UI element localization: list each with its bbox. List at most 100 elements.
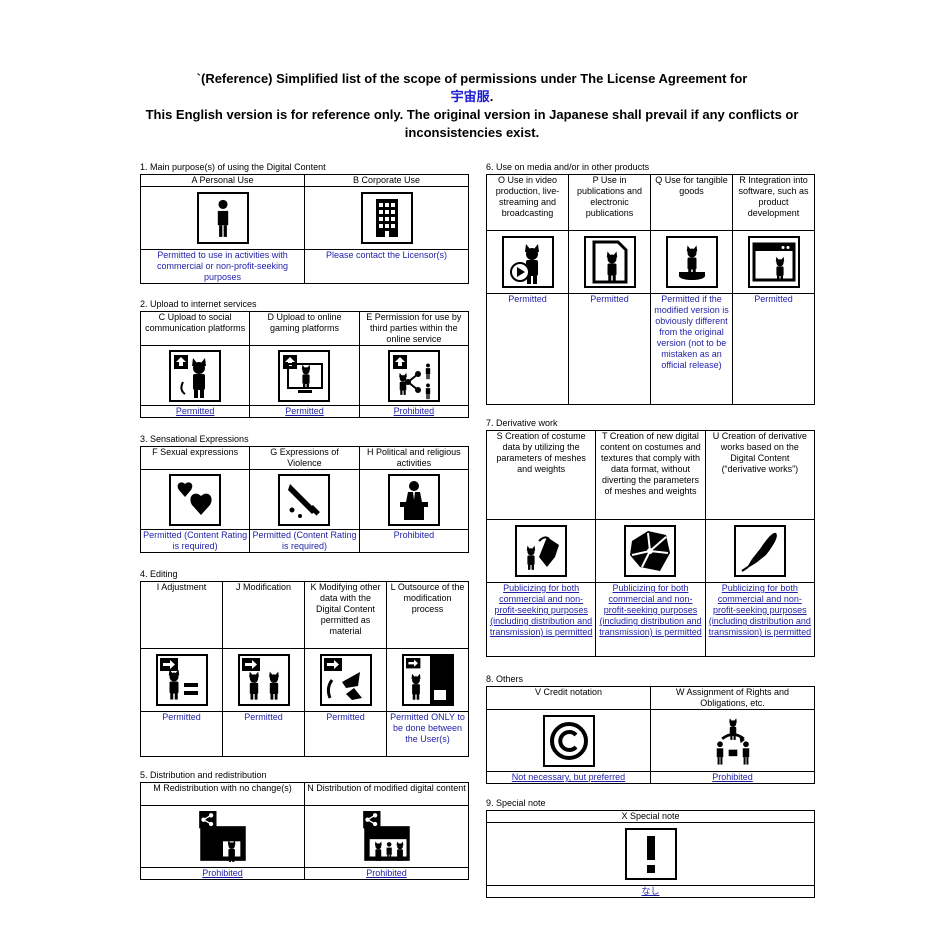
building-icon bbox=[360, 192, 413, 244]
product-link[interactable]: 宇宙服 bbox=[450, 89, 490, 104]
status-text: Prohibited bbox=[358, 405, 470, 418]
item-label: D Upload to online gaming platforms bbox=[249, 311, 360, 346]
item-label: R Integration into software, such as pro… bbox=[732, 174, 815, 231]
permissions-table: I Adjustment J Modification K Modifying … bbox=[140, 581, 469, 757]
permissions-table: S Creation of costume data by utilizing … bbox=[485, 430, 816, 657]
permissions-table: C Upload to social communication platfor… bbox=[139, 311, 470, 418]
status-text: Permitted if the modified version is obv… bbox=[650, 293, 733, 405]
item-label: C Upload to social communication platfor… bbox=[139, 311, 251, 346]
status-text: Prohibited bbox=[650, 771, 815, 784]
page-header: `(Reference) Simplified list of the scop… bbox=[140, 70, 804, 142]
status-text: Publicizing for both commercial and non-… bbox=[704, 582, 816, 657]
fabric-icon bbox=[624, 525, 677, 577]
item-label: F Sexual expressions bbox=[139, 446, 251, 470]
item-label: A Personal Use bbox=[140, 174, 305, 187]
section-others: 8. Others V Credit notation W Assignment… bbox=[486, 674, 815, 784]
item-label: T Creation of new digital content on cos… bbox=[595, 430, 706, 520]
section-distribution: 5. Distribution and redistribution M Red… bbox=[140, 770, 469, 880]
item-label: L Outsource of the modification process bbox=[386, 581, 469, 649]
permissions-table: X Special note なし bbox=[486, 810, 815, 898]
upload-monitor-icon bbox=[278, 349, 331, 402]
status-text: Permitted (Content Rating is required) bbox=[139, 529, 251, 553]
section-title: 7. Derivative work bbox=[486, 418, 558, 428]
item-label: U Creation of derivative works based on … bbox=[704, 430, 816, 520]
item-label: M Redistribution with no change(s) bbox=[140, 782, 305, 806]
item-label: Q Use for tangible goods bbox=[650, 174, 733, 231]
section-upload: 2. Upload to internet services C Upload … bbox=[139, 299, 470, 418]
item-label: V Credit notation bbox=[486, 686, 651, 710]
status-text: Prohibited bbox=[358, 529, 470, 553]
section-title: 9. Special note bbox=[486, 798, 546, 808]
section-derivative: 7. Derivative work S Creation of costume… bbox=[485, 418, 816, 657]
status-text: Please contact the Licensor(s) bbox=[304, 249, 469, 284]
status-text: Permitted bbox=[732, 293, 815, 405]
pen-icon bbox=[733, 525, 786, 577]
item-label: I Adjustment bbox=[140, 581, 223, 649]
upload-avatar-icon bbox=[169, 349, 222, 402]
status-text: なし bbox=[486, 885, 815, 898]
section-title: 6. Use on media and/or in other products bbox=[486, 162, 650, 172]
outsource-icon bbox=[401, 654, 454, 706]
hearts-icon bbox=[169, 473, 222, 526]
section-title: 4. Editing bbox=[140, 569, 178, 579]
section-title: 2. Upload to internet services bbox=[140, 299, 257, 309]
item-label: N Distribution of modified digital conte… bbox=[304, 782, 469, 806]
section-main-purpose: 1. Main purpose(s) of using the Digital … bbox=[140, 162, 469, 284]
section-editing: 4. Editing I Adjustment J Modification K… bbox=[140, 569, 469, 757]
person-icon bbox=[196, 192, 249, 244]
section-media: 6. Use on media and/or in other products… bbox=[486, 162, 815, 405]
permissions-table: F Sexual expressions G Expressions of Vi… bbox=[139, 446, 470, 553]
share-modified-icon bbox=[360, 810, 413, 863]
exclamation-icon bbox=[624, 828, 677, 880]
material-icon bbox=[319, 654, 372, 706]
item-label: E Permission for use by third parties wi… bbox=[358, 311, 470, 346]
status-text: Permitted bbox=[304, 711, 387, 757]
status-text: Prohibited bbox=[140, 867, 305, 880]
item-label: K Modifying other data with the Digital … bbox=[304, 581, 387, 649]
copyright-icon bbox=[542, 714, 595, 767]
status-text: Publicizing for both commercial and non-… bbox=[595, 582, 706, 657]
status-text: Permitted bbox=[568, 293, 651, 405]
status-text: Prohibited bbox=[304, 867, 469, 880]
status-text: Permitted bbox=[139, 405, 251, 418]
permissions-table: V Credit notation W Assignment of Rights… bbox=[486, 686, 815, 784]
permissions-table: O Use in video production, live-streamin… bbox=[486, 174, 815, 405]
item-label: H Political and religious activities bbox=[358, 446, 470, 470]
section-title: 1. Main purpose(s) of using the Digital … bbox=[140, 162, 326, 172]
knife-icon bbox=[278, 473, 331, 526]
item-label: O Use in video production, live-streamin… bbox=[486, 174, 569, 231]
status-text: Permitted bbox=[249, 405, 360, 418]
item-label: S Creation of costume data by utilizing … bbox=[485, 430, 597, 520]
document-icon bbox=[583, 236, 636, 288]
transfer-icon bbox=[706, 714, 759, 767]
status-text: Permitted ONLY to be done between the Us… bbox=[386, 711, 469, 757]
modify-icon bbox=[237, 654, 290, 706]
status-text: Permitted bbox=[140, 711, 223, 757]
figure-icon bbox=[665, 236, 718, 288]
item-label: B Corporate Use bbox=[304, 174, 469, 187]
section-sensational: 3. Sensational Expressions F Sexual expr… bbox=[139, 434, 470, 553]
software-icon bbox=[747, 236, 800, 288]
item-label: J Modification bbox=[222, 581, 305, 649]
upload-share-icon bbox=[387, 349, 440, 402]
header-period: . bbox=[489, 89, 494, 104]
header-line-2: 宇宙服. bbox=[140, 88, 804, 106]
section-title: 8. Others bbox=[486, 674, 524, 684]
item-label: P Use in publications and electronic pub… bbox=[568, 174, 651, 231]
status-text: Publicizing for both commercial and non-… bbox=[485, 582, 597, 657]
status-text: Permitted bbox=[486, 293, 569, 405]
status-text: Permitted bbox=[222, 711, 305, 757]
item-label: G Expressions of Violence bbox=[249, 446, 360, 470]
podium-icon bbox=[387, 473, 440, 526]
share-folder-icon bbox=[196, 810, 249, 863]
permissions-table: M Redistribution with no change(s) N Dis… bbox=[140, 782, 469, 880]
video-icon bbox=[501, 236, 554, 288]
section-title: 5. Distribution and redistribution bbox=[140, 770, 267, 780]
adjust-icon bbox=[155, 654, 208, 706]
header-line-1: `(Reference) Simplified list of the scop… bbox=[196, 71, 748, 86]
section-title: 3. Sensational Expressions bbox=[140, 434, 249, 444]
section-special-note: 9. Special note X Special note なし bbox=[486, 798, 815, 898]
permissions-table: A Personal Use B Corporate Use Permitted… bbox=[140, 174, 469, 284]
header-line-3: This English version is for reference on… bbox=[145, 107, 799, 140]
item-label: W Assignment of Rights and Obligations, … bbox=[650, 686, 815, 710]
